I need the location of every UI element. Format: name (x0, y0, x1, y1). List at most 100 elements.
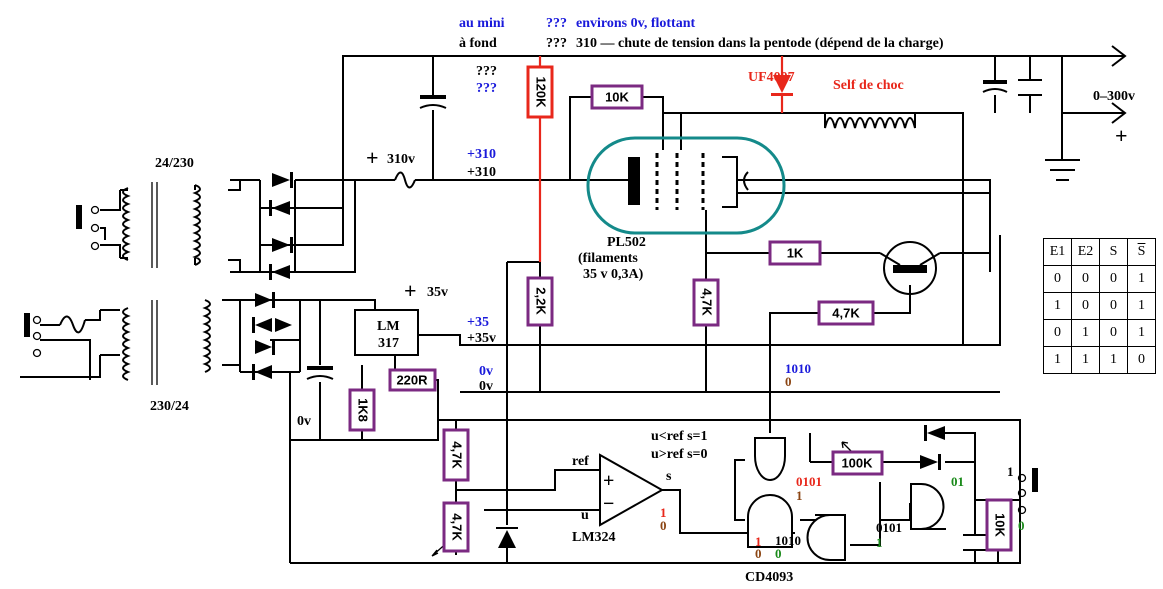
svg-text:120K: 120K (534, 76, 549, 108)
truth-header-cell: E2 (1071, 238, 1100, 266)
gate2-green-state: 0 (775, 546, 782, 561)
truth-cell: 0 (1043, 319, 1072, 347)
transistor-icon (879, 241, 941, 295)
switch-0-label: 0 (1018, 518, 1025, 533)
bridge-rectifier-bottom-icon (252, 292, 292, 380)
capacitor-icon (982, 80, 1008, 93)
note-voltage-drop: 310 — chute de tension dans la pentode (… (576, 36, 944, 51)
note-floating: environs 0v, flottant (576, 16, 695, 31)
truth-cell: 0 (1099, 319, 1128, 347)
opamp-brown-state: 0 (660, 518, 667, 533)
zero-left-label: 0v (297, 414, 311, 429)
mains-switch-bottom-icon (24, 313, 42, 358)
plus310-label: +310 (467, 165, 496, 180)
truth-header-cell: S (1127, 238, 1156, 266)
fuse-icon (59, 315, 86, 334)
truth-cell: 1 (1043, 346, 1072, 374)
mode-switch-icon[interactable] (1017, 468, 1039, 515)
truth-header-cell: E1 (1043, 238, 1072, 266)
lm317-label-a: LM (377, 319, 400, 334)
output-voltage-label: 0–300v (1093, 89, 1135, 104)
trafo-top-label: 24/230 (155, 156, 194, 171)
truth-table-row: 1 1 1 0 (1043, 346, 1156, 374)
resistor-4-7k-vertical: 4,7K (692, 278, 720, 327)
diode-icon (924, 425, 945, 441)
gate1-red-state: 0101 (796, 474, 822, 489)
ground-icon (1045, 159, 1080, 181)
truth-cell: 1 (1099, 346, 1128, 374)
fuse-icon (394, 171, 416, 189)
transformer-top-icon (122, 182, 201, 268)
truth-table-header: E1 E2 S S (1043, 238, 1156, 266)
svg-text:220R: 220R (396, 372, 428, 387)
cd4093-label: CD4093 (745, 570, 793, 585)
zener-diode-icon (496, 527, 518, 563)
opamp-icon (599, 453, 665, 527)
v310-label: 310v (387, 152, 415, 167)
truth-cell: 1 (1127, 319, 1156, 347)
u-label: u (581, 508, 589, 523)
lm324-label: LM324 (572, 530, 616, 545)
svg-text:4,7K: 4,7K (832, 305, 860, 320)
svg-text:10K: 10K (605, 89, 629, 104)
svg-text:4,7K: 4,7K (700, 288, 715, 316)
au-mini-label: au mini (459, 16, 505, 31)
resistor-120k: 120K (526, 65, 554, 119)
resistor-10k-output: 10K (985, 498, 1013, 552)
gate2-out-state: 1010 (775, 533, 801, 548)
resistor-4-7k-pot: 4,7K (442, 501, 470, 553)
resistor-2-2k: 2,2K (526, 276, 554, 327)
opamp-red-state: 1 (660, 505, 667, 520)
truth-cell: 1 (1127, 265, 1156, 293)
resistor-4-7k-upper: 4,7K (442, 428, 470, 482)
plus-out-sign: + (1115, 123, 1128, 148)
uf4007-diode-icon (771, 56, 793, 113)
mains-switch-top-icon (76, 205, 100, 251)
v35-label: 35v (427, 285, 448, 300)
truth-cell: 0 (1071, 265, 1100, 293)
truth-cell: 1 (1127, 292, 1156, 320)
potentiometer-arrow-icon (841, 441, 853, 453)
tube-name-label: PL502 (607, 235, 646, 250)
resistor-10k: 10K (590, 84, 644, 110)
svg-text:1K: 1K (787, 245, 804, 260)
resistor-100k: 100K (831, 450, 884, 476)
svg-text:4,7K: 4,7K (450, 513, 465, 541)
truth-cell: 0 (1127, 346, 1156, 374)
capacitor-icon (1018, 79, 1042, 96)
zero-label: 0v (479, 379, 493, 394)
state-1010-blue: 1010 (785, 361, 811, 376)
lm317-box (354, 309, 419, 356)
nand-gate-icon (806, 514, 846, 561)
question-label: ??? (476, 64, 497, 79)
nand-gate-icon (754, 437, 786, 481)
ref-label: ref (572, 454, 589, 469)
gate2-brown-state: 0 (755, 546, 762, 561)
resistor-1k: 1K (768, 240, 822, 266)
truth-header-cell: S (1099, 238, 1128, 266)
wires (20, 45, 1127, 564)
bridge-rectifier-top-icon (269, 172, 293, 280)
zero-blue-label: 0v (479, 364, 493, 379)
truth-table: E1 E2 S S 0 0 0 1 1 0 0 1 0 1 0 1 1 1 1 … (1043, 238, 1156, 374)
gate3-out-state: 0101 (876, 520, 902, 535)
a-fond-label: à fond (459, 36, 497, 51)
diode-icon (920, 454, 941, 470)
truth-cell: 1 (1071, 319, 1100, 347)
svg-text:1K8: 1K8 (356, 398, 371, 422)
nand-gate-icon (910, 483, 946, 530)
gate1-brown-state: 1 (796, 488, 803, 503)
truth-cell: 0 (1099, 265, 1128, 293)
condition-1: u<ref s=1 (651, 429, 708, 444)
switch-1-label: 1 (1007, 464, 1014, 479)
truth-cell: 0 (1043, 265, 1072, 293)
truth-cell: 0 (1099, 292, 1128, 320)
opamp-plus: + (603, 470, 614, 492)
truth-table-row: 1 0 0 1 (1043, 292, 1156, 320)
pentode-tube-icon (586, 136, 786, 235)
gate2-red-state: 1 (755, 534, 762, 549)
gate4-green-state: 01 (951, 474, 964, 489)
tube-filament-label: (filaments (578, 251, 638, 266)
